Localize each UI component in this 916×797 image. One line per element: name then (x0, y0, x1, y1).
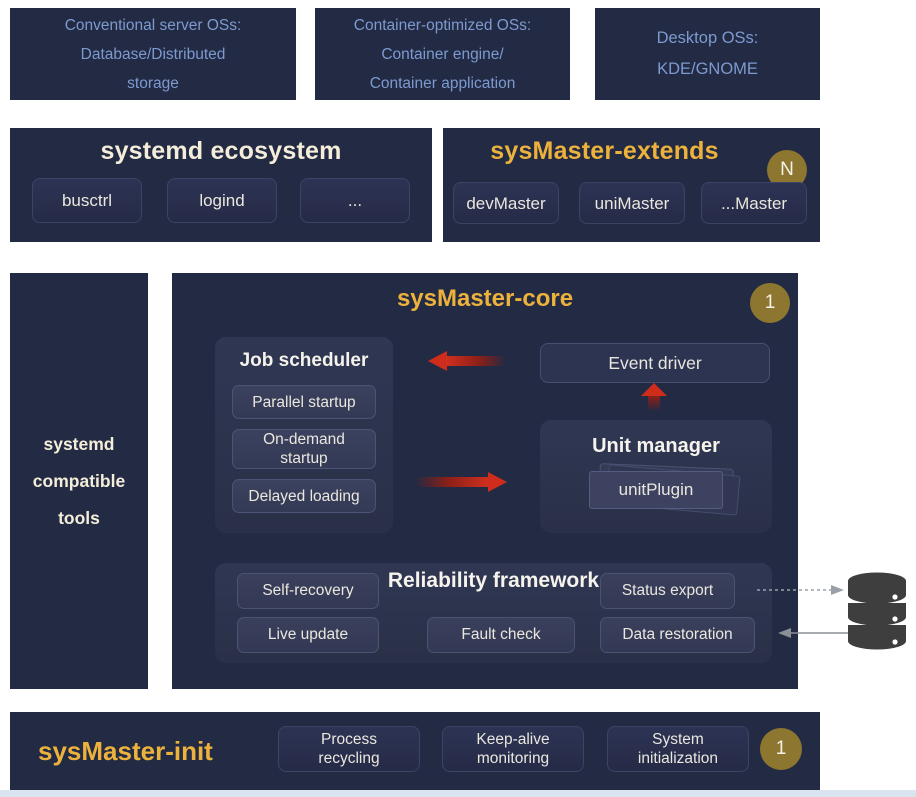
chip-label: Data restoration (622, 626, 733, 643)
reliability-framework-panel: Reliability framework Self-recovery Stat… (215, 563, 772, 663)
process-recycling-chip: Process recycling (278, 726, 420, 772)
logind-chip: logind (167, 178, 277, 223)
sysmaster-init-box: sysMaster-init Process recycling Keep-al… (10, 712, 820, 790)
os-line: Desktop OSs: (656, 29, 759, 47)
job-scheduler-title: Job scheduler (239, 350, 369, 371)
database-icon (848, 572, 906, 650)
tools-line: systemd (43, 433, 115, 454)
unimaster-chip: uniMaster (579, 182, 685, 224)
job-scheduler-items: Parallel startup On-demand startup Delay… (215, 385, 393, 513)
sysmaster-core-title: sysMaster-core (396, 285, 574, 312)
chip-label: Fault check (461, 626, 541, 643)
os-line: storage (127, 74, 179, 92)
os-line: Container application (369, 74, 516, 92)
chip-label: ...Master (720, 193, 788, 213)
devmaster-chip: devMaster (453, 182, 559, 224)
unit-manager-title: Unit manager (592, 435, 720, 457)
reliability-framework-title: Reliability framework (387, 569, 600, 592)
event-driver-label: Event driver (608, 352, 702, 373)
os-line: Database/Distributed (80, 45, 226, 63)
unitplugin-card: unitPlugin (589, 471, 723, 509)
os-line: Conventional server OSs: (64, 16, 242, 34)
system-initialization-chip: System initialization (607, 726, 749, 772)
chip-label: devMaster (466, 193, 546, 213)
arrow-up-icon (641, 383, 667, 411)
live-update-chip: Live update (237, 617, 379, 653)
container-optimized-os-box: Container-optimized OSs: Container engin… (315, 8, 570, 100)
arrow-right-icon (415, 472, 507, 492)
systemd-ecosystem-title: systemd ecosystem (100, 137, 342, 165)
page-bottom-strip (0, 790, 916, 797)
more-master-chip: ...Master (701, 182, 807, 224)
arrow-left-icon (428, 351, 506, 371)
parallel-startup-chip: Parallel startup (232, 385, 376, 419)
unitplugin-stack: unitPlugin (589, 471, 723, 509)
chip-label: Process (321, 731, 377, 748)
sysmaster-init-title: sysMaster-init (38, 735, 213, 766)
chip-label: ... (347, 191, 363, 210)
chip-label: Delayed loading (248, 487, 360, 505)
os-line: Container engine/ (381, 45, 504, 63)
keep-alive-monitoring-chip: Keep-alive monitoring (442, 726, 584, 772)
systemd-ecosystem-box: systemd ecosystem busctrl logind ... (10, 128, 432, 242)
unitplugin-label: unitPlugin (618, 480, 694, 499)
chip-label: Keep-alive (476, 731, 550, 748)
chip-label: Parallel startup (252, 393, 356, 411)
sysmaster-extends-box: sysMaster-extends N devMaster uniMaster … (443, 128, 820, 242)
systemd-compatible-tools-box: systemd compatible tools (10, 273, 148, 689)
fault-check-chip: Fault check (427, 617, 575, 653)
chip-label: initialization (637, 750, 719, 767)
job-scheduler-panel: Job scheduler Parallel startup On-demand… (215, 337, 393, 533)
dashed-arrow-right-icon (757, 585, 844, 595)
chip-label: monitoring (476, 750, 550, 767)
on-demand-startup-chip: On-demand startup (232, 429, 376, 469)
chip-label: logind (199, 191, 245, 210)
chip-label: busctrl (61, 191, 113, 210)
event-driver-box: Event driver (540, 343, 770, 383)
count-1-badge: 1 (760, 728, 802, 770)
os-line: KDE/GNOME (657, 60, 758, 78)
ellipsis-chip: ... (300, 178, 410, 223)
unit-manager-panel: Unit manager unitPlugin (540, 420, 772, 533)
chip-label: uniMaster (594, 193, 670, 213)
self-recovery-chip: Self-recovery (237, 573, 379, 609)
count-1-badge: 1 (750, 283, 790, 323)
desktop-os-box: Desktop OSs: KDE/GNOME (595, 8, 820, 100)
sysmaster-extends-title: sysMaster-extends (490, 137, 719, 165)
chip-label: Self-recovery (262, 582, 354, 599)
chip-label: Live update (267, 626, 349, 643)
tools-line: compatible (32, 470, 126, 491)
chip-label: startup (280, 450, 328, 467)
chip-label: recycling (318, 750, 380, 767)
chip-label: On-demand (263, 431, 345, 448)
chip-label: System (652, 731, 704, 748)
conventional-server-os-box: Conventional server OSs: Database/Distri… (10, 8, 296, 100)
os-line: Container-optimized OSs: (353, 16, 532, 34)
delayed-loading-chip: Delayed loading (232, 479, 376, 513)
data-restoration-chip: Data restoration (600, 617, 755, 653)
status-export-chip: Status export (600, 573, 735, 609)
tools-line: tools (58, 507, 100, 528)
busctrl-chip: busctrl (32, 178, 142, 223)
chip-label: Status export (621, 582, 714, 599)
